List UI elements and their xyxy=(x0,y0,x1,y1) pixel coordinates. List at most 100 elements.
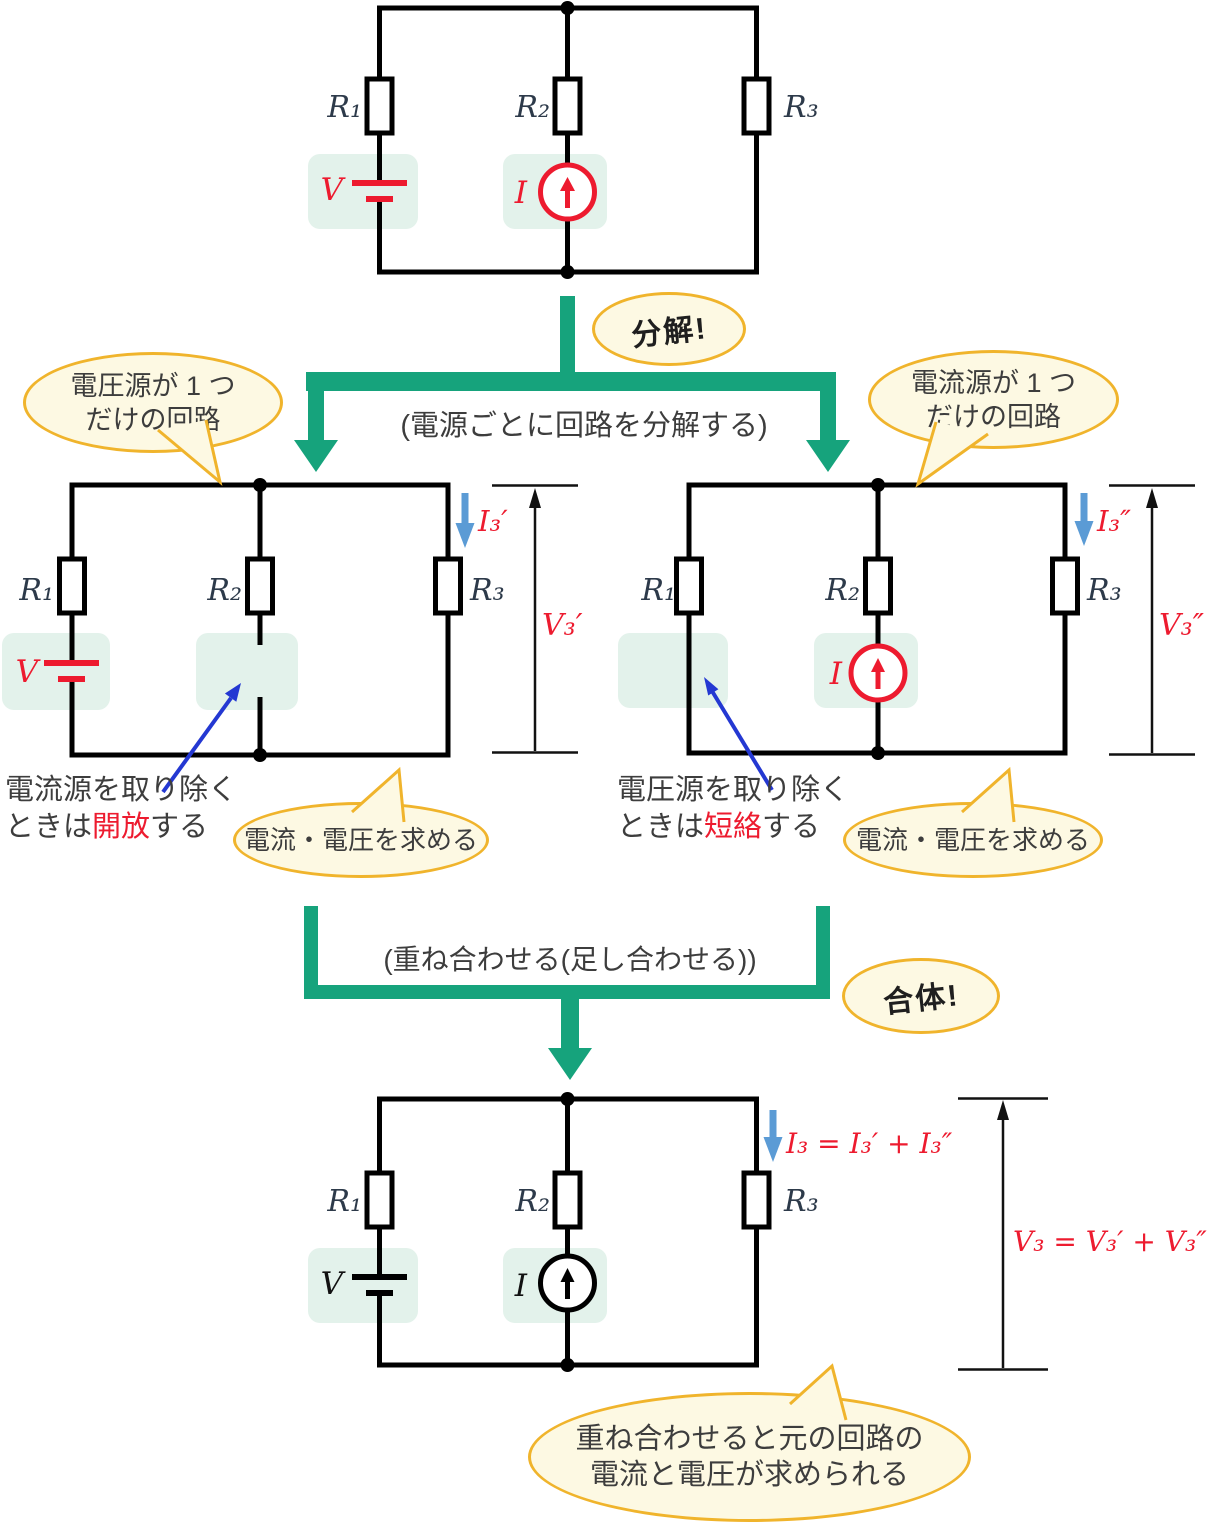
note-line1: 電流源を取り除く xyxy=(5,774,238,806)
r3-label: R₃ xyxy=(783,1184,819,1219)
resistor-r2 xyxy=(863,556,893,616)
r3-label: R₃ xyxy=(469,573,505,608)
r2-label: R₂ xyxy=(206,573,242,608)
decompose-bubble-label: 分解! xyxy=(629,312,709,353)
decompose-arrow-right-head xyxy=(806,440,850,472)
voltage-source-highlight xyxy=(2,633,110,710)
r1-label: R₁ xyxy=(18,573,54,608)
combine-bubble-label: 合体! xyxy=(881,979,961,1020)
decompose-arrow-left-shaft xyxy=(308,391,324,441)
junction-dot xyxy=(871,478,885,492)
resistor-r1 xyxy=(364,1170,395,1230)
original-circuit-diagram: R₁ R₂ R₃ V I xyxy=(308,1,819,279)
decompose-arrow-right-shaft xyxy=(820,391,836,441)
resistor-r1 xyxy=(674,556,704,616)
note-line2-post: する xyxy=(150,811,209,843)
current-source-symbol xyxy=(538,162,597,222)
combine-arrow-left-shaft xyxy=(304,906,318,999)
note-line1: 電圧源を取り除く xyxy=(617,774,850,806)
r1-label: R₁ xyxy=(640,573,676,608)
i3-total-current-arrow xyxy=(763,1110,783,1162)
resistor-r1 xyxy=(57,556,87,616)
voltage-only-bubble: 電圧源が 1 つ だけの回路 xyxy=(23,352,283,453)
voltage-only-bubble-line2: だけの回路 xyxy=(85,404,221,435)
i3-equation-label: I₃ = I₃′ + I₃″ xyxy=(785,1127,953,1160)
v3-doubleprime-measure-arrow xyxy=(1109,484,1195,756)
i3-doubleprime-label: I₃″ xyxy=(1096,504,1131,538)
current-source-symbol xyxy=(538,1253,597,1313)
current-only-bubble-line1: 電流源が 1 つ xyxy=(910,367,1077,398)
note-line2-pre: ときは xyxy=(617,811,705,843)
combine-arrow-stem xyxy=(561,999,579,1050)
decompose-arrow-crossbar xyxy=(306,372,836,391)
junction-dot xyxy=(560,1358,575,1372)
remove-voltage-source-note: 電圧源を取り除く ときは短絡する xyxy=(617,772,849,846)
v3-equation-label: V₃ = V₃′ + V₃″ xyxy=(1013,1225,1207,1258)
i-source-label: I xyxy=(829,656,843,692)
junction-dot xyxy=(253,478,267,492)
r1-label: R₁ xyxy=(326,90,362,125)
find-values-bubble-right: 電流・電圧を求める xyxy=(843,802,1103,878)
junction-dot xyxy=(253,748,267,762)
v3-total-measure-arrow xyxy=(958,1097,1048,1371)
junction-dot xyxy=(871,746,885,760)
v-source-label: V xyxy=(321,172,347,208)
resistor-r2 xyxy=(552,76,583,136)
v-source-label: V xyxy=(16,654,42,690)
v3-prime-measure-arrow xyxy=(492,484,578,754)
resistor-r3 xyxy=(741,76,772,136)
i3-prime-label: I₃′ xyxy=(477,504,508,538)
r2-label: R₂ xyxy=(824,573,860,608)
short-circuit-pointer-arrow xyxy=(704,677,774,792)
combine-arrow-crossbar xyxy=(304,985,830,999)
decompose-arrow-stem xyxy=(560,296,575,390)
decompose-arrow-left-head xyxy=(294,440,338,472)
resistor-r3 xyxy=(433,556,463,616)
resistor-r3 xyxy=(741,1170,772,1230)
i3-doubleprime-current-arrow xyxy=(1074,493,1094,546)
current-only-bubble-line2: だけの回路 xyxy=(926,401,1061,432)
note-line2-post: する xyxy=(762,811,821,843)
i-source-label: I xyxy=(514,175,528,211)
i-source-label: I xyxy=(514,1268,528,1304)
junction-dot xyxy=(560,1,575,15)
v-source-label: V xyxy=(321,1266,347,1302)
r2-label: R₂ xyxy=(514,90,550,125)
r3-label: R₃ xyxy=(1086,573,1122,608)
resistor-r1 xyxy=(364,76,395,136)
r1-label: R₁ xyxy=(326,1184,362,1219)
find-values-bubble-left: 電流・電圧を求める xyxy=(233,802,489,878)
combine-arrow-head xyxy=(548,1048,592,1080)
junction-dot xyxy=(560,265,575,279)
battery-symbol xyxy=(44,660,99,682)
voltage-source-highlight xyxy=(308,1248,418,1323)
current-source-symbol xyxy=(848,643,908,703)
note-open-red: 開放 xyxy=(92,811,151,843)
v3-prime-label: V₃′ xyxy=(542,608,583,643)
note-short-red: 短絡 xyxy=(704,811,763,843)
r2-label: R₂ xyxy=(514,1184,550,1219)
result-bubble: 重ね合わせると元の回路の 電流と電圧が求められる xyxy=(528,1392,971,1522)
r3-label: R₃ xyxy=(783,90,819,125)
result-bubble-line1: 重ね合わせると元の回路の xyxy=(575,1423,924,1455)
decompose-bubble: 分解! xyxy=(592,292,746,366)
current-only-bubble: 電流源が 1 つ だけの回路 xyxy=(868,350,1119,449)
removed-source-highlight xyxy=(196,633,298,710)
current-only-circuit-diagram: R₁ R₂ R₃ I I₃″ V₃″ xyxy=(618,478,1205,792)
shorted-source-highlight xyxy=(618,633,728,708)
resistor-r2 xyxy=(552,1170,583,1230)
voltage-source-highlight xyxy=(308,154,418,229)
decompose-note: (電源ごとに回路を分解する) xyxy=(400,410,768,442)
i3-prime-current-arrow xyxy=(455,493,475,548)
battery-symbol xyxy=(352,1274,407,1296)
junction-dot xyxy=(560,1092,575,1106)
battery-symbol xyxy=(352,180,407,202)
result-circuit-diagram: R₁ R₂ R₃ V I I₃ = I₃′ + I₃″ V₃ = V₃′ + V… xyxy=(308,1092,1207,1372)
open-circuit-pointer-arrow xyxy=(161,683,241,794)
resistor-r2 xyxy=(245,556,275,616)
find-values-label: 電流・電圧を求める xyxy=(855,825,1090,855)
note-line2-pre: ときは xyxy=(5,811,93,843)
resistor-r3 xyxy=(1050,556,1080,616)
voltage-only-bubble-line1: 電圧源が 1 つ xyxy=(70,370,236,401)
